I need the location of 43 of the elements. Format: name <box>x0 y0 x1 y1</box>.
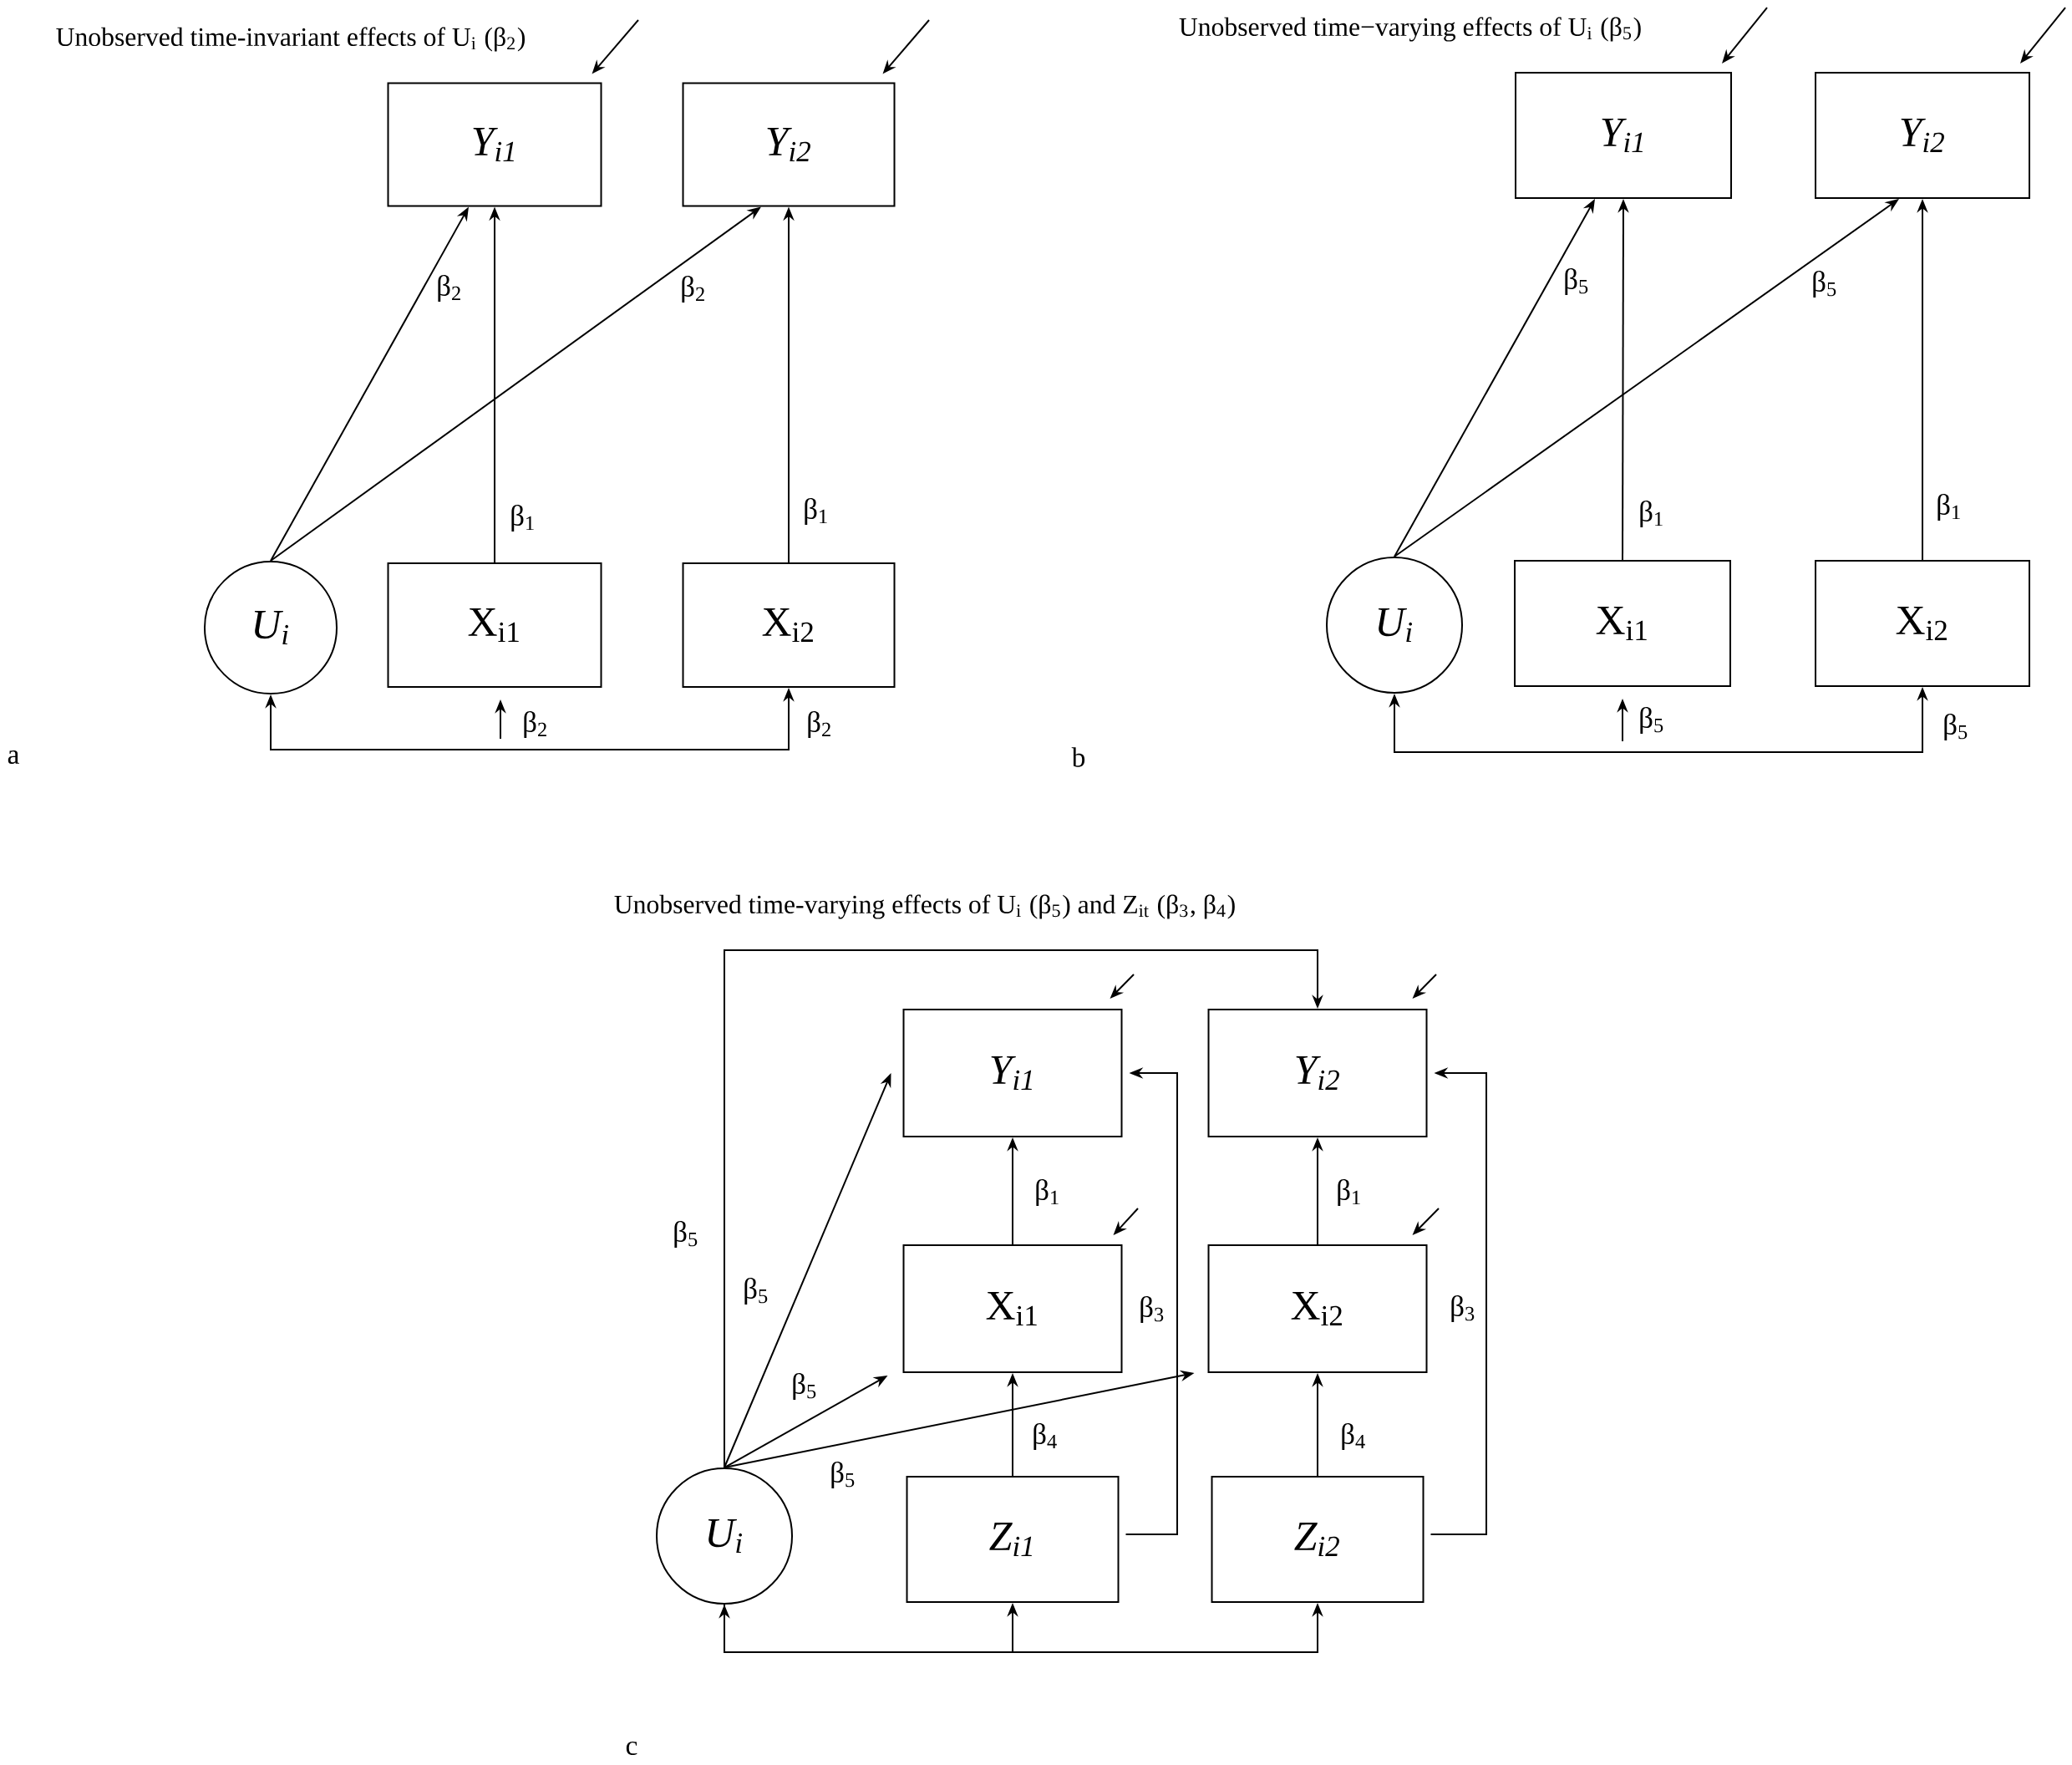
edge-label: β$_{3}$ <box>1446 1292 1480 1325</box>
variable-box: Y$_{i2}$ <box>682 82 896 207</box>
variable-box: X$_{i1}$ <box>1514 560 1731 687</box>
edge-label: β$_{1}$ <box>506 501 540 535</box>
panel-heading: Unobserved time-invariant effects of U$_{i}$ (β$_{2}$) <box>56 27 525 52</box>
edge-label: β$_{5}$ <box>788 1370 821 1403</box>
edge-label: β$_{5}$ <box>1560 265 1593 298</box>
variable-box: X$_{i2}$ <box>1815 560 2030 687</box>
variable-box: X$_{i2}$ <box>1207 1244 1428 1373</box>
edge-label: β$_{5}$ <box>1808 267 1841 301</box>
edge-label: β$_{2}$ <box>519 708 552 741</box>
variable-box: Y$_{i1}$ <box>902 1009 1123 1137</box>
variable-box: X$_{i1}$ <box>387 562 602 688</box>
panel-letter: b <box>1071 747 1085 767</box>
edge-label: β$_{1}$ <box>800 495 833 528</box>
panel-letter: a <box>8 750 19 764</box>
edge-label: β$_{1}$ <box>1031 1176 1064 1209</box>
variable-box: Y$_{i1}$ <box>387 82 602 207</box>
edge-label: β$_{1}$ <box>1333 1176 1366 1209</box>
edge-label: β$_{1}$ <box>1635 497 1668 531</box>
variable-box: Z$_{i2}$ <box>1211 1476 1424 1603</box>
variable-box: Z$_{i1}$ <box>906 1476 1120 1603</box>
panel-heading: Unobserved time−varying effects of U$_{i}$ (β$_{5}$) <box>1179 17 1641 42</box>
edge-label: β$_{5}$ <box>669 1218 703 1251</box>
edge-label: β$_{2}$ <box>433 272 466 305</box>
arrow <box>724 949 1323 1468</box>
edge-label: β$_{1}$ <box>1932 491 1966 524</box>
variable-box: Y$_{i2}$ <box>1207 1009 1428 1137</box>
edge-label: β$_{3}$ <box>1135 1293 1169 1326</box>
edge-label: β$_{5}$ <box>826 1458 860 1492</box>
variable-box: X$_{i1}$ <box>902 1244 1123 1373</box>
edge-label: β$_{5}$ <box>1635 704 1668 737</box>
edge-label: β$_{2}$ <box>677 272 710 306</box>
variable-box: Y$_{i2}$ <box>1815 72 2030 199</box>
panel-heading: Unobserved time-varying effects of U$_{i}$ (β$_{5}$) and Z$_{it}$ (β$_{3}$, β$_{4}$) <box>614 894 1235 919</box>
edge-label: β$_{4}$ <box>1337 1420 1370 1453</box>
edge-label: β$_{5}$ <box>739 1274 773 1308</box>
panel-letter: c <box>626 1741 637 1755</box>
edge-label: β$_{5}$ <box>1939 710 1973 744</box>
edge-label: β$_{2}$ <box>803 708 836 741</box>
variable-box: X$_{i2}$ <box>682 562 896 688</box>
variable-box: Y$_{i1}$ <box>1515 72 1732 199</box>
edge-label: β$_{4}$ <box>1028 1420 1062 1453</box>
